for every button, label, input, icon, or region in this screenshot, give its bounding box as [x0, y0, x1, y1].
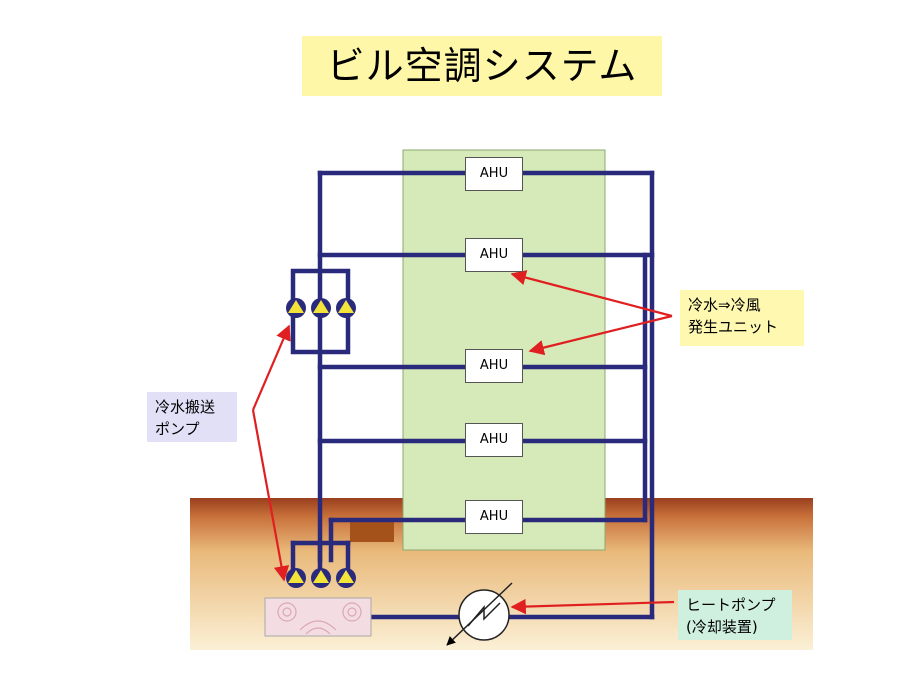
pump-icon — [311, 298, 331, 318]
storage-tank — [264, 597, 372, 637]
callout-line: 発生ユニット — [688, 318, 779, 336]
callout-line: 冷水⇒冷風 — [688, 296, 761, 314]
ahu-unit: AHU — [465, 157, 523, 191]
lower-pump-group — [286, 568, 356, 588]
page-title: ビル空調システム — [302, 36, 662, 96]
pump-icon — [311, 568, 331, 588]
annotation-arrows — [251, 270, 675, 615]
pump-icon — [286, 568, 306, 588]
ahu-unit: AHU — [465, 500, 523, 534]
ahu-unit: AHU — [465, 423, 523, 457]
pump-icon — [286, 298, 306, 318]
callout-line: (冷却装置) — [686, 618, 758, 636]
pump-icon — [336, 568, 356, 588]
underground-block — [350, 522, 394, 542]
ahu-callout: 冷水⇒冷風 発生ユニット — [680, 290, 804, 346]
ahu-unit: AHU — [465, 238, 523, 272]
heat-pump-callout: ヒートポンプ (冷却装置) — [678, 590, 792, 640]
callout-line: ヒートポンプ — [686, 596, 776, 614]
pump-callout: 冷水搬送 ポンプ — [147, 392, 237, 442]
callout-line: 冷水搬送 — [155, 398, 216, 416]
pump-icon — [336, 298, 356, 318]
heat-pump-icon — [446, 582, 513, 646]
callout-line: ポンプ — [155, 420, 200, 438]
ahu-unit: AHU — [465, 349, 523, 383]
upper-pump-group — [286, 298, 356, 318]
